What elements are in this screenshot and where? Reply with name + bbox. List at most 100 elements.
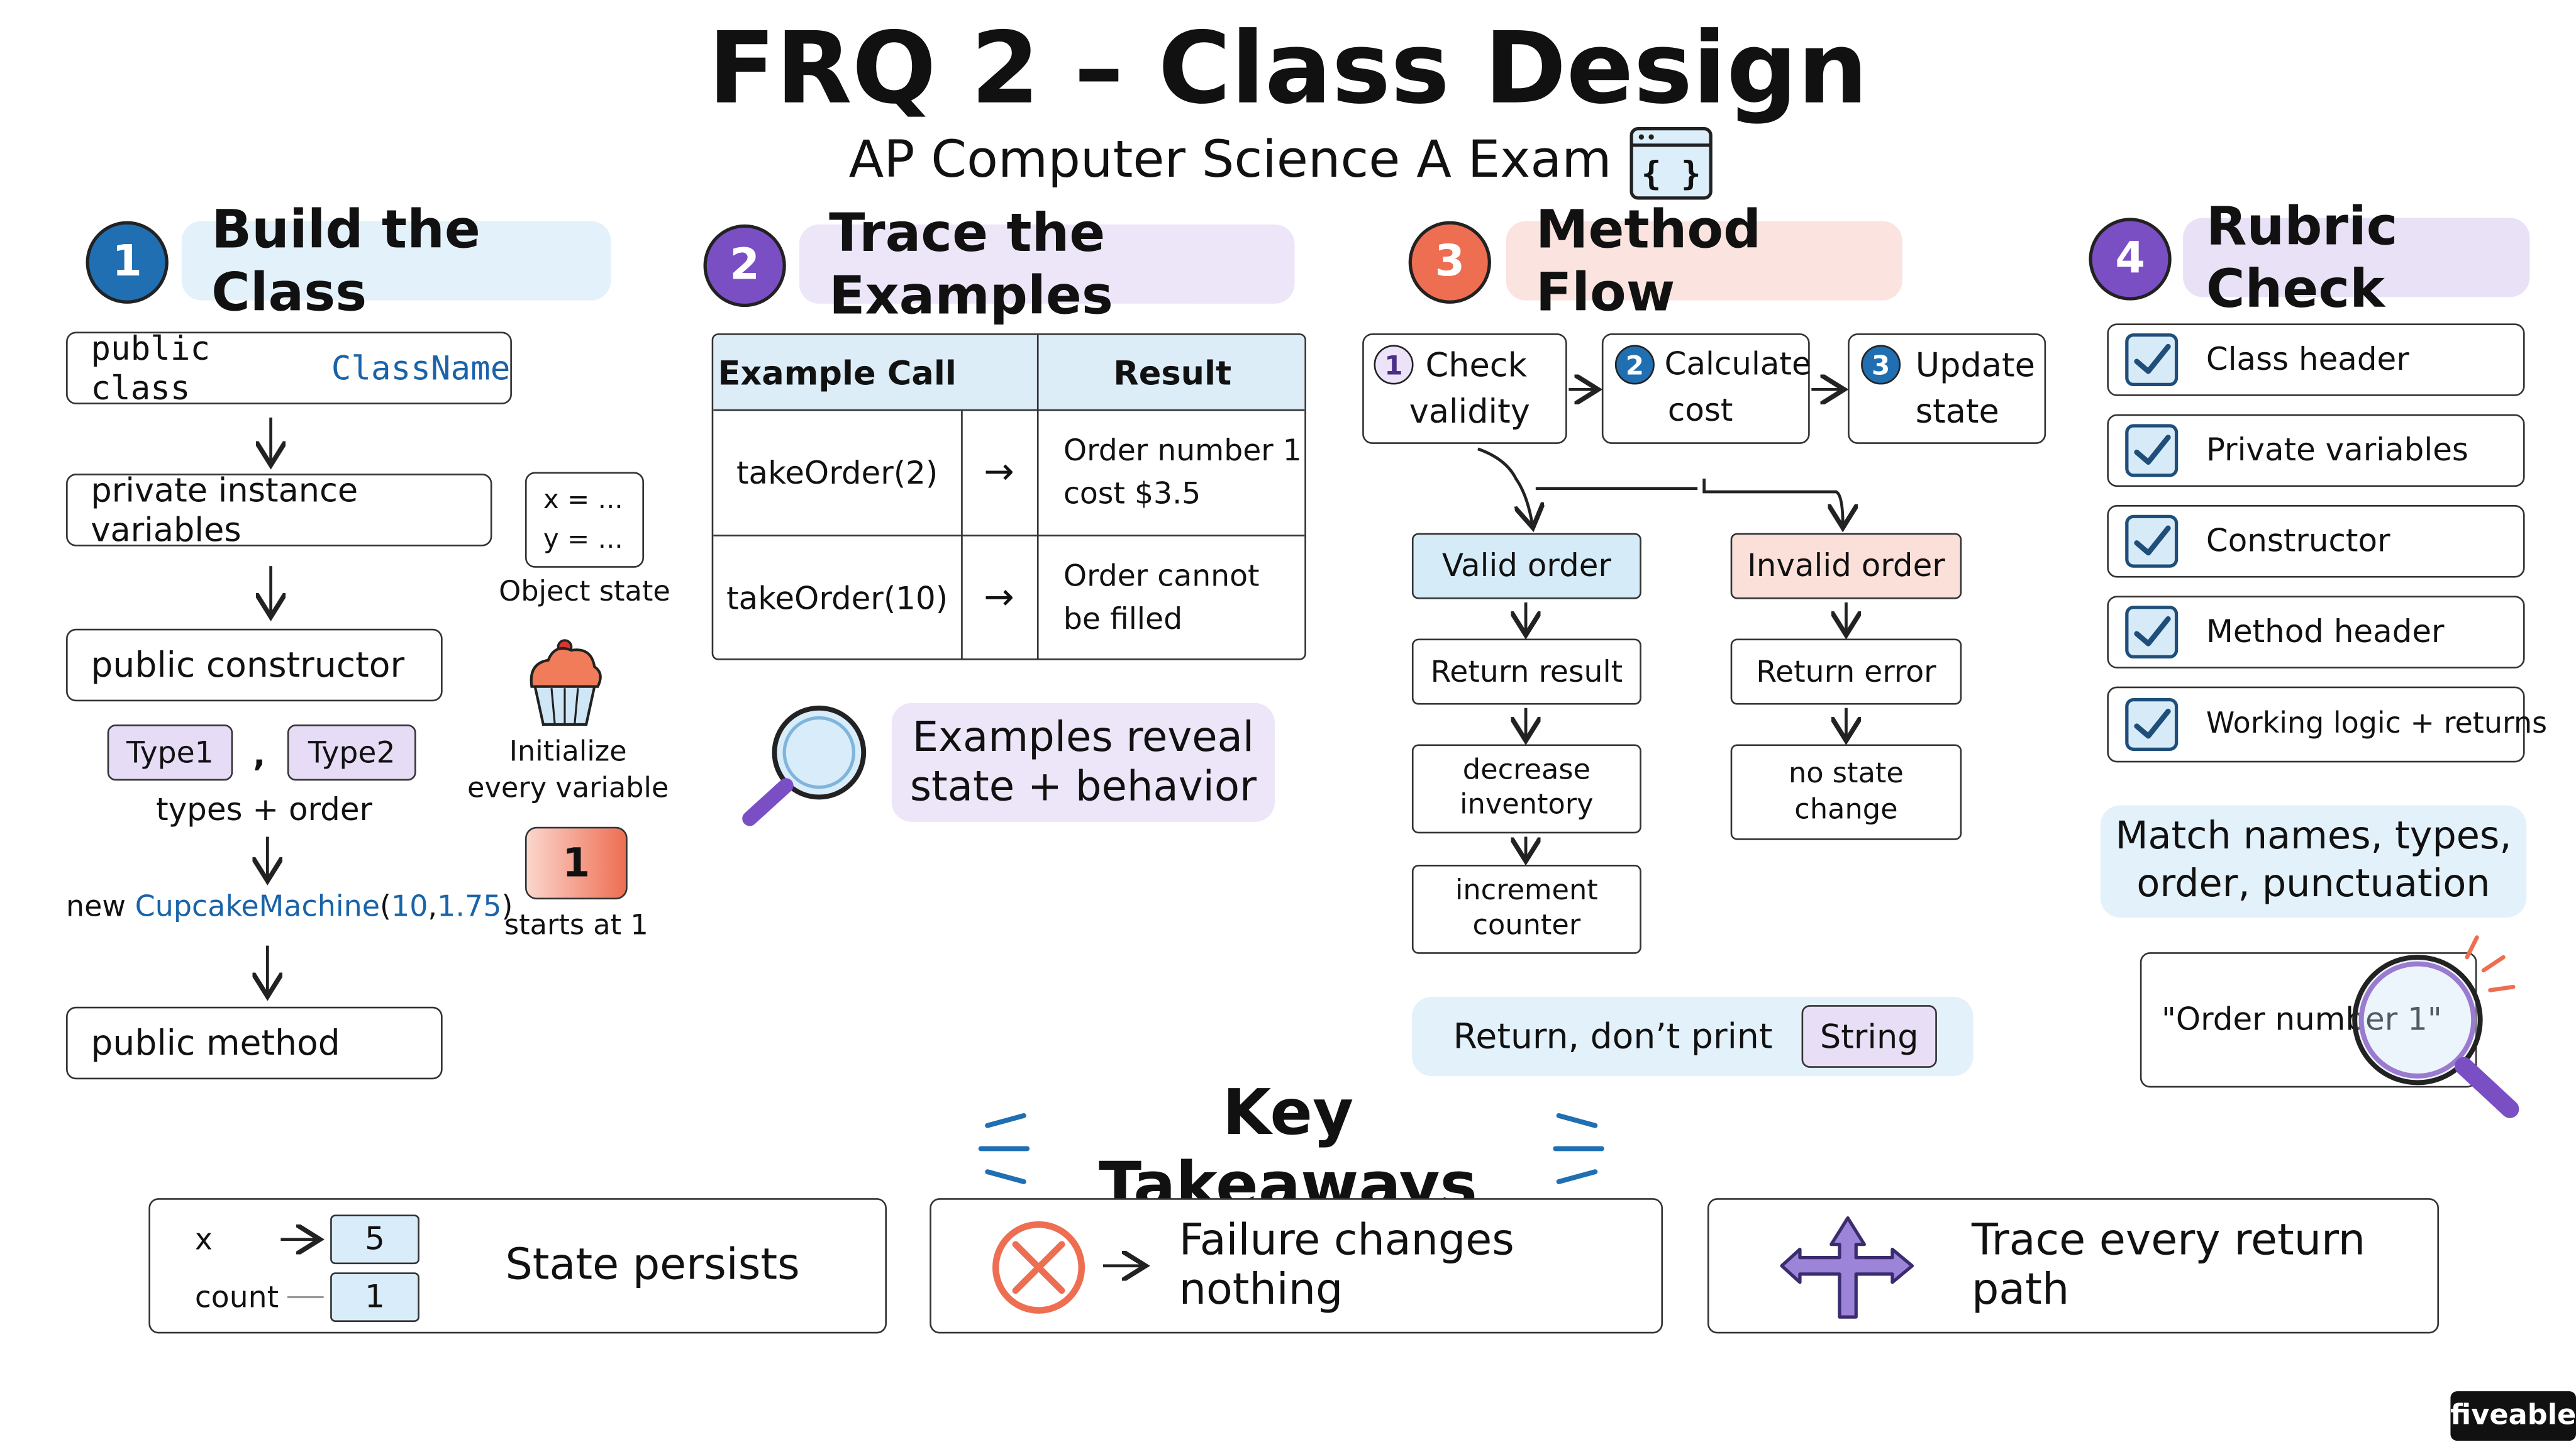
valid-step-3-line-1: increment	[1455, 874, 1598, 908]
examples-note-line-1: Examples reveal	[912, 713, 1255, 761]
class-declaration-box: public class ClassName	[66, 328, 512, 408]
state-x-label: x	[194, 1222, 213, 1257]
invalid-step-2-line-2: change	[1794, 794, 1898, 827]
type-comma: ,	[253, 734, 266, 774]
trace-header-call: Example Call	[718, 353, 957, 393]
constructor-call-close-paren: )	[501, 891, 513, 924]
trace-row-2-call: takeOrder(10)	[726, 580, 948, 617]
flow-step-1-number: 1	[1374, 345, 1414, 385]
method-box: public method	[66, 1006, 443, 1080]
state-count-label: count	[194, 1280, 279, 1315]
rubric-item-label: Private variables	[2206, 432, 2468, 469]
trace-table-row-divider	[713, 535, 1305, 536]
trace-row-1-result-line-2: cost $3.5	[1063, 477, 1201, 512]
section-2-number-badge: 2	[703, 224, 786, 308]
type1-chip: Type1	[107, 724, 233, 781]
constructor-call-class: CupcakeMachine	[135, 891, 380, 924]
constructor-call-open-paren: (	[380, 891, 391, 924]
brand-logo: fiveable	[2450, 1391, 2576, 1441]
valid-step-2-line-1: decrease	[1462, 754, 1591, 787]
section-4-highlight	[2183, 218, 2530, 297]
state-persists-text: State persists	[505, 1241, 800, 1291]
flow-step-2-number: 2	[1614, 345, 1655, 385]
trace-table-header-row	[713, 335, 1305, 411]
object-state-x: x = ...	[543, 483, 623, 515]
section-3-number-badge: 3	[1408, 221, 1491, 304]
trace-row-1-arrow: →	[984, 452, 1014, 494]
magnifier-icon	[2345, 928, 2526, 1123]
state-count-value: 1	[330, 1272, 419, 1322]
failure-text: Failure changes nothing	[1179, 1216, 1514, 1316]
examples-note: Examples reveal state + behavior	[891, 702, 1275, 822]
trace-row-1-call: takeOrder(2)	[736, 454, 938, 491]
valid-step-decrease-inventory: decrease inventory	[1411, 744, 1641, 834]
trace-paths-text: Trace every return path	[1972, 1216, 2366, 1316]
constructor-call-comma: ,	[428, 891, 438, 924]
rubric-item-label: Constructor	[2206, 523, 2390, 560]
checkbox-checked-icon[interactable]	[2125, 514, 2179, 568]
constructor-box: public constructor	[66, 628, 443, 702]
valid-step-2-line-2: inventory	[1460, 789, 1594, 822]
cancel-icon	[987, 1218, 1090, 1317]
class-keyword: public class	[91, 328, 211, 408]
types-order-label: types + order	[156, 792, 373, 829]
constructor-call: new CupcakeMachine(10, 1.75)	[66, 885, 513, 931]
spark-lines-left-icon	[971, 1109, 1037, 1188]
examples-note-line-2: state + behavior	[909, 762, 1257, 811]
state-x-value: 5	[330, 1214, 419, 1265]
branching-arrows-icon	[1777, 1208, 1919, 1324]
object-state-card: x = ... y = ...	[525, 472, 644, 568]
trace-table-col-divider-1	[961, 411, 963, 659]
page-subtitle: AP Computer Science A Exam	[848, 130, 1612, 190]
checkbox-checked-icon[interactable]	[2125, 424, 2179, 477]
starts-at-label: starts at 1	[504, 909, 648, 943]
valid-order-box: Valid order	[1411, 533, 1641, 599]
spark-lines-right-icon	[1546, 1109, 1612, 1188]
rubric-item-label: Working logic + returns	[2206, 708, 2548, 741]
valid-step-return-result: Return result	[1411, 638, 1641, 705]
trace-header-result: Result	[1113, 353, 1232, 393]
return-note-text: Return, don’t print	[1453, 1016, 1773, 1057]
checkbox-checked-icon[interactable]	[2125, 698, 2179, 751]
flow-step-3-number: 3	[1861, 345, 1901, 385]
flow-step-1-line-2: validity	[1409, 391, 1530, 431]
new-keyword: new	[66, 891, 126, 924]
checkbox-checked-icon[interactable]	[2125, 333, 2179, 387]
checkbox-checked-icon[interactable]	[2125, 606, 2179, 659]
flow-step-2-line-2: cost	[1667, 392, 1733, 430]
trace-table: Example Call Result takeOrder(2) → Order…	[711, 333, 1306, 660]
section-2-highlight	[799, 224, 1295, 304]
cupcake-icon	[518, 634, 611, 730]
trace-row-2-arrow: →	[984, 577, 1014, 619]
invalid-step-no-state-change: no state change	[1730, 744, 1962, 840]
svg-text:{ }: { }	[1641, 155, 1701, 193]
constructor-arg-1: 10	[391, 891, 428, 924]
flow-step-1-line-1: Check	[1425, 345, 1528, 385]
class-name: ClassName	[331, 348, 511, 388]
constructor-arg-2: 1.75	[437, 891, 502, 924]
object-state-label: Object state	[499, 575, 670, 609]
initialize-label-line-2: every variable	[467, 772, 669, 806]
rubric-item-label: Method header	[2206, 614, 2445, 650]
section-1-highlight	[181, 221, 611, 301]
takeaway-state-persists	[148, 1198, 887, 1334]
code-braces-icon: { }	[1626, 122, 1719, 204]
match-note-line-2: order, punctuation	[2136, 863, 2490, 906]
trace-row-2-result-line-1: Order cannot	[1063, 559, 1260, 594]
flow-step-3-line-2: state	[1915, 391, 1999, 431]
object-state-y: y = ...	[543, 523, 623, 555]
initialize-label-line-1: Initialize	[509, 736, 627, 769]
trace-row-2-result-line-2: be filled	[1063, 602, 1183, 637]
match-note-line-1: Match names, types,	[2115, 815, 2512, 858]
page-title: FRQ 2 – Class Design	[708, 11, 1868, 128]
section-4-number-badge: 4	[2089, 218, 2172, 301]
invalid-step-2-line-1: no state	[1789, 757, 1904, 791]
return-type-chip: String	[1801, 1005, 1937, 1068]
trace-table-col-divider-2	[1036, 335, 1039, 659]
counter-badge: 1	[525, 826, 628, 900]
section-3-highlight	[1506, 221, 1902, 301]
rubric-item-label: Class header	[2206, 341, 2409, 378]
section-1-number-badge: 1	[86, 221, 169, 304]
